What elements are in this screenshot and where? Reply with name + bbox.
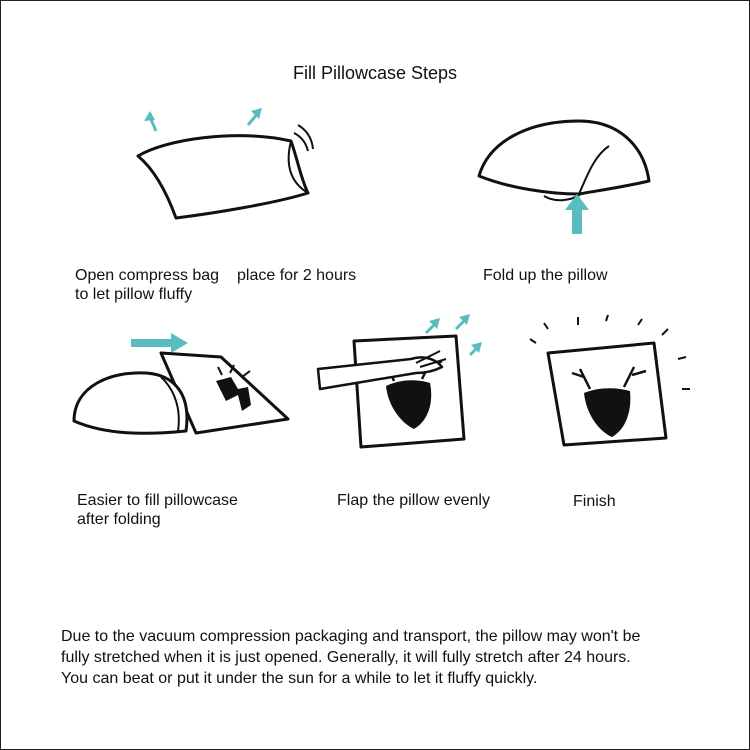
step-label-flap: Flap the pillow evenly (337, 492, 490, 509)
step-label-place-hours: place for 2 hours (237, 267, 357, 284)
finished-pillow-icon (529, 314, 690, 447)
step-label-open-bag: Open compress bag to let pillow fluffy (75, 267, 220, 303)
pillow-into-case-icon (72, 333, 290, 435)
hand-flap-pillow-icon (316, 314, 482, 449)
footer-note: Due to the vacuum compression packaging … (61, 628, 641, 687)
page-title: Fill Pillowcase Steps (292, 63, 458, 83)
pillow-fold-icon (477, 119, 651, 234)
pillow-expanding-icon (136, 108, 314, 220)
step-label-fill-case: Easier to fill pillowcase after folding (77, 492, 238, 528)
step-label-finish: Finish (573, 493, 616, 510)
step-label-fold: Fold up the pillow (483, 267, 608, 284)
